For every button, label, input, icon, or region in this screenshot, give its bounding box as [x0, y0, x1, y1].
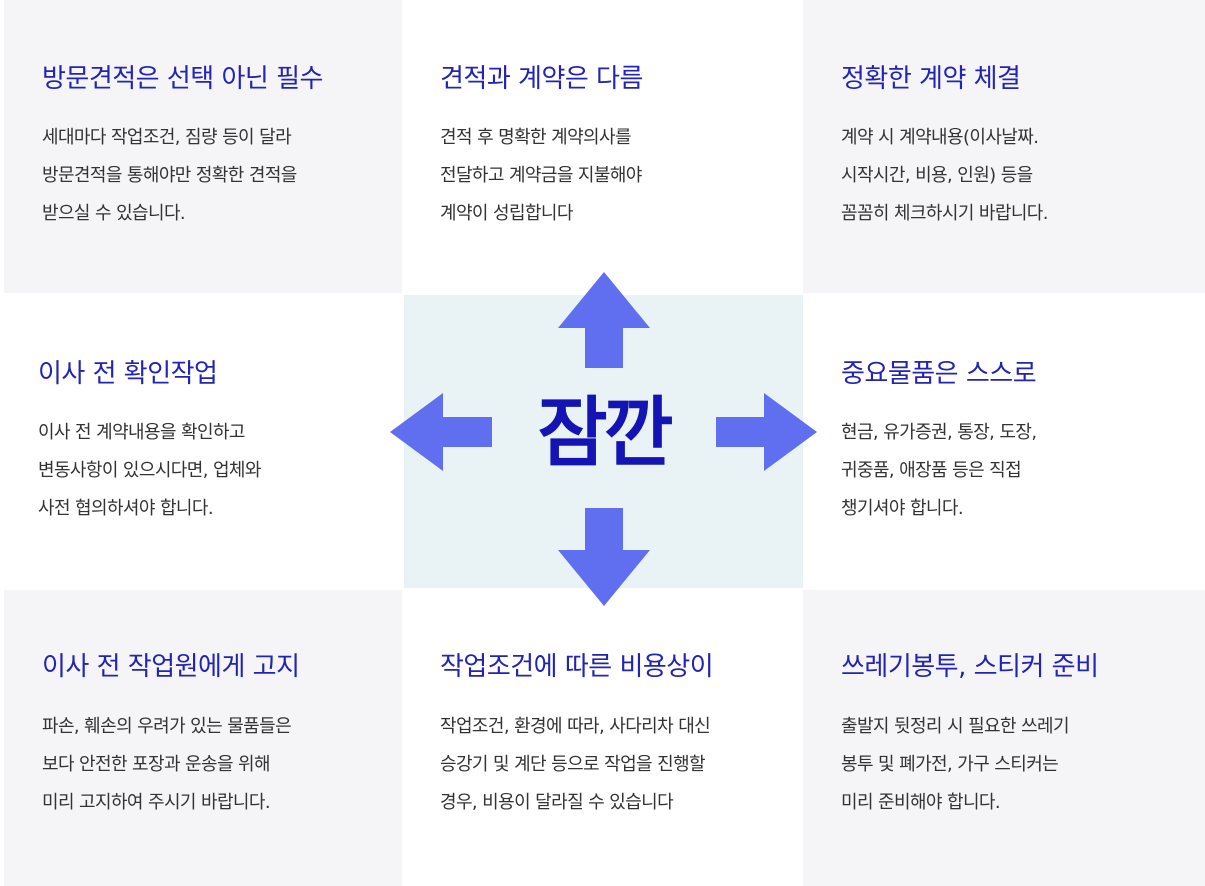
card-description: 견적 후 명확한 계약의사를 전달하고 계약금을 지불해야 계약이 성립합니다: [440, 119, 642, 233]
card-description: 작업조건, 환경에 따라, 사다리차 대신 승강기 및 계단 등으로 작업을 진…: [440, 708, 711, 822]
card-accurate-contract: 정확한 계약 체결 계약 시 계약내용(이사날짜. 시작시간, 비용, 인원) …: [803, 0, 1205, 293]
card-valuables-self: 중요물품은 스스로 현금, 유가증권, 통장, 도장, 귀중품, 애장품 등은 …: [803, 295, 1205, 588]
card-description: 계약 시 계약내용(이사날짜. 시작시간, 비용, 인원) 등을 꼼꼼히 체크하…: [841, 119, 1048, 233]
desc-line: 작업조건, 환경에 따라, 사다리차 대신: [440, 716, 711, 737]
desc-line: 승강기 및 계단 등으로 작업을 진행할: [440, 754, 706, 775]
card-title: 방문견적은 선택 아닌 필수: [42, 64, 323, 94]
card-title: 중요물품은 스스로: [841, 359, 1037, 389]
card-title: 이사 전 작업원에게 고지: [42, 652, 300, 682]
desc-line: 변동사항이 있으시다면, 업체와: [38, 460, 261, 481]
desc-line: 방문견적을 통해야만 정확한 견적을: [42, 165, 297, 186]
desc-line: 귀중품, 애장품 등은 직접: [841, 460, 1022, 481]
card-visit-estimate: 방문견적은 선택 아닌 필수 세대마다 작업조건, 짐량 등이 달라 방문견적을…: [4, 0, 402, 293]
card-pre-move-check: 이사 전 확인작업 이사 전 계약내용을 확인하고 변동사항이 있으시다면, 업…: [0, 295, 404, 588]
desc-line: 봉투 및 폐가전, 가구 스티커는: [841, 754, 1059, 775]
desc-line: 챙기셔야 합니다.: [841, 498, 964, 519]
card-description: 출발지 뒷정리 시 필요한 쓰레기 봉투 및 폐가전, 가구 스티커는 미리 준…: [841, 708, 1070, 822]
card-title: 쓰레기봉투, 스티커 준비: [841, 652, 1099, 682]
desc-line: 이사 전 계약내용을 확인하고: [38, 422, 245, 443]
desc-line: 받으실 수 있습니다.: [42, 203, 186, 224]
desc-line: 미리 준비해야 합니다.: [841, 792, 1001, 813]
desc-line: 계약 시 계약내용(이사날짜.: [841, 127, 1039, 148]
desc-line: 꼼꼼히 체크하시기 바랍니다.: [841, 203, 1048, 224]
card-cost-by-conditions: 작업조건에 따른 비용상이 작업조건, 환경에 따라, 사다리차 대신 승강기 …: [402, 588, 803, 886]
center-title: 잠깐: [537, 388, 674, 477]
card-description: 이사 전 계약내용을 확인하고 변동사항이 있으시다면, 업체와 사전 협의하셔…: [38, 414, 261, 528]
card-description: 파손, 훼손의 우려가 있는 물품들은 보다 안전한 포장과 운송을 위해 미리…: [42, 708, 292, 822]
desc-line: 현금, 유가증권, 통장, 도장,: [841, 422, 1037, 443]
desc-line: 견적 후 명확한 계약의사를: [440, 127, 632, 148]
card-description: 현금, 유가증권, 통장, 도장, 귀중품, 애장품 등은 직접 챙기셔야 합니…: [841, 414, 1037, 528]
card-title: 정확한 계약 체결: [841, 64, 1021, 94]
desc-line: 미리 고지하여 주시기 바랍니다.: [42, 792, 271, 813]
card-title: 작업조건에 따른 비용상이: [440, 652, 714, 682]
desc-line: 경우, 비용이 달라질 수 있습니다: [440, 792, 674, 813]
card-trash-bags-stickers: 쓰레기봉투, 스티커 준비 출발지 뒷정리 시 필요한 쓰레기 봉투 및 폐가전…: [803, 590, 1205, 886]
desc-line: 보다 안전한 포장과 운송을 위해: [42, 754, 271, 775]
card-estimate-vs-contract: 견적과 계약은 다름 견적 후 명확한 계약의사를 전달하고 계약금을 지불해야…: [402, 0, 803, 293]
desc-line: 출발지 뒷정리 시 필요한 쓰레기: [841, 716, 1070, 737]
card-title: 이사 전 확인작업: [38, 359, 218, 389]
desc-line: 시작시간, 비용, 인원) 등을: [841, 165, 1033, 186]
card-description: 세대마다 작업조건, 짐량 등이 달라 방문견적을 통해야만 정확한 견적을 받…: [42, 119, 297, 233]
desc-line: 전달하고 계약금을 지불해야: [440, 165, 642, 186]
desc-line: 계약이 성립합니다: [440, 203, 573, 224]
desc-line: 세대마다 작업조건, 짐량 등이 달라: [42, 127, 292, 148]
card-notify-workers: 이사 전 작업원에게 고지 파손, 훼손의 우려가 있는 물품들은 보다 안전한…: [4, 590, 402, 886]
desc-line: 파손, 훼손의 우려가 있는 물품들은: [42, 716, 292, 737]
desc-line: 사전 협의하셔야 합니다.: [38, 498, 214, 519]
card-title: 견적과 계약은 다름: [440, 64, 643, 94]
